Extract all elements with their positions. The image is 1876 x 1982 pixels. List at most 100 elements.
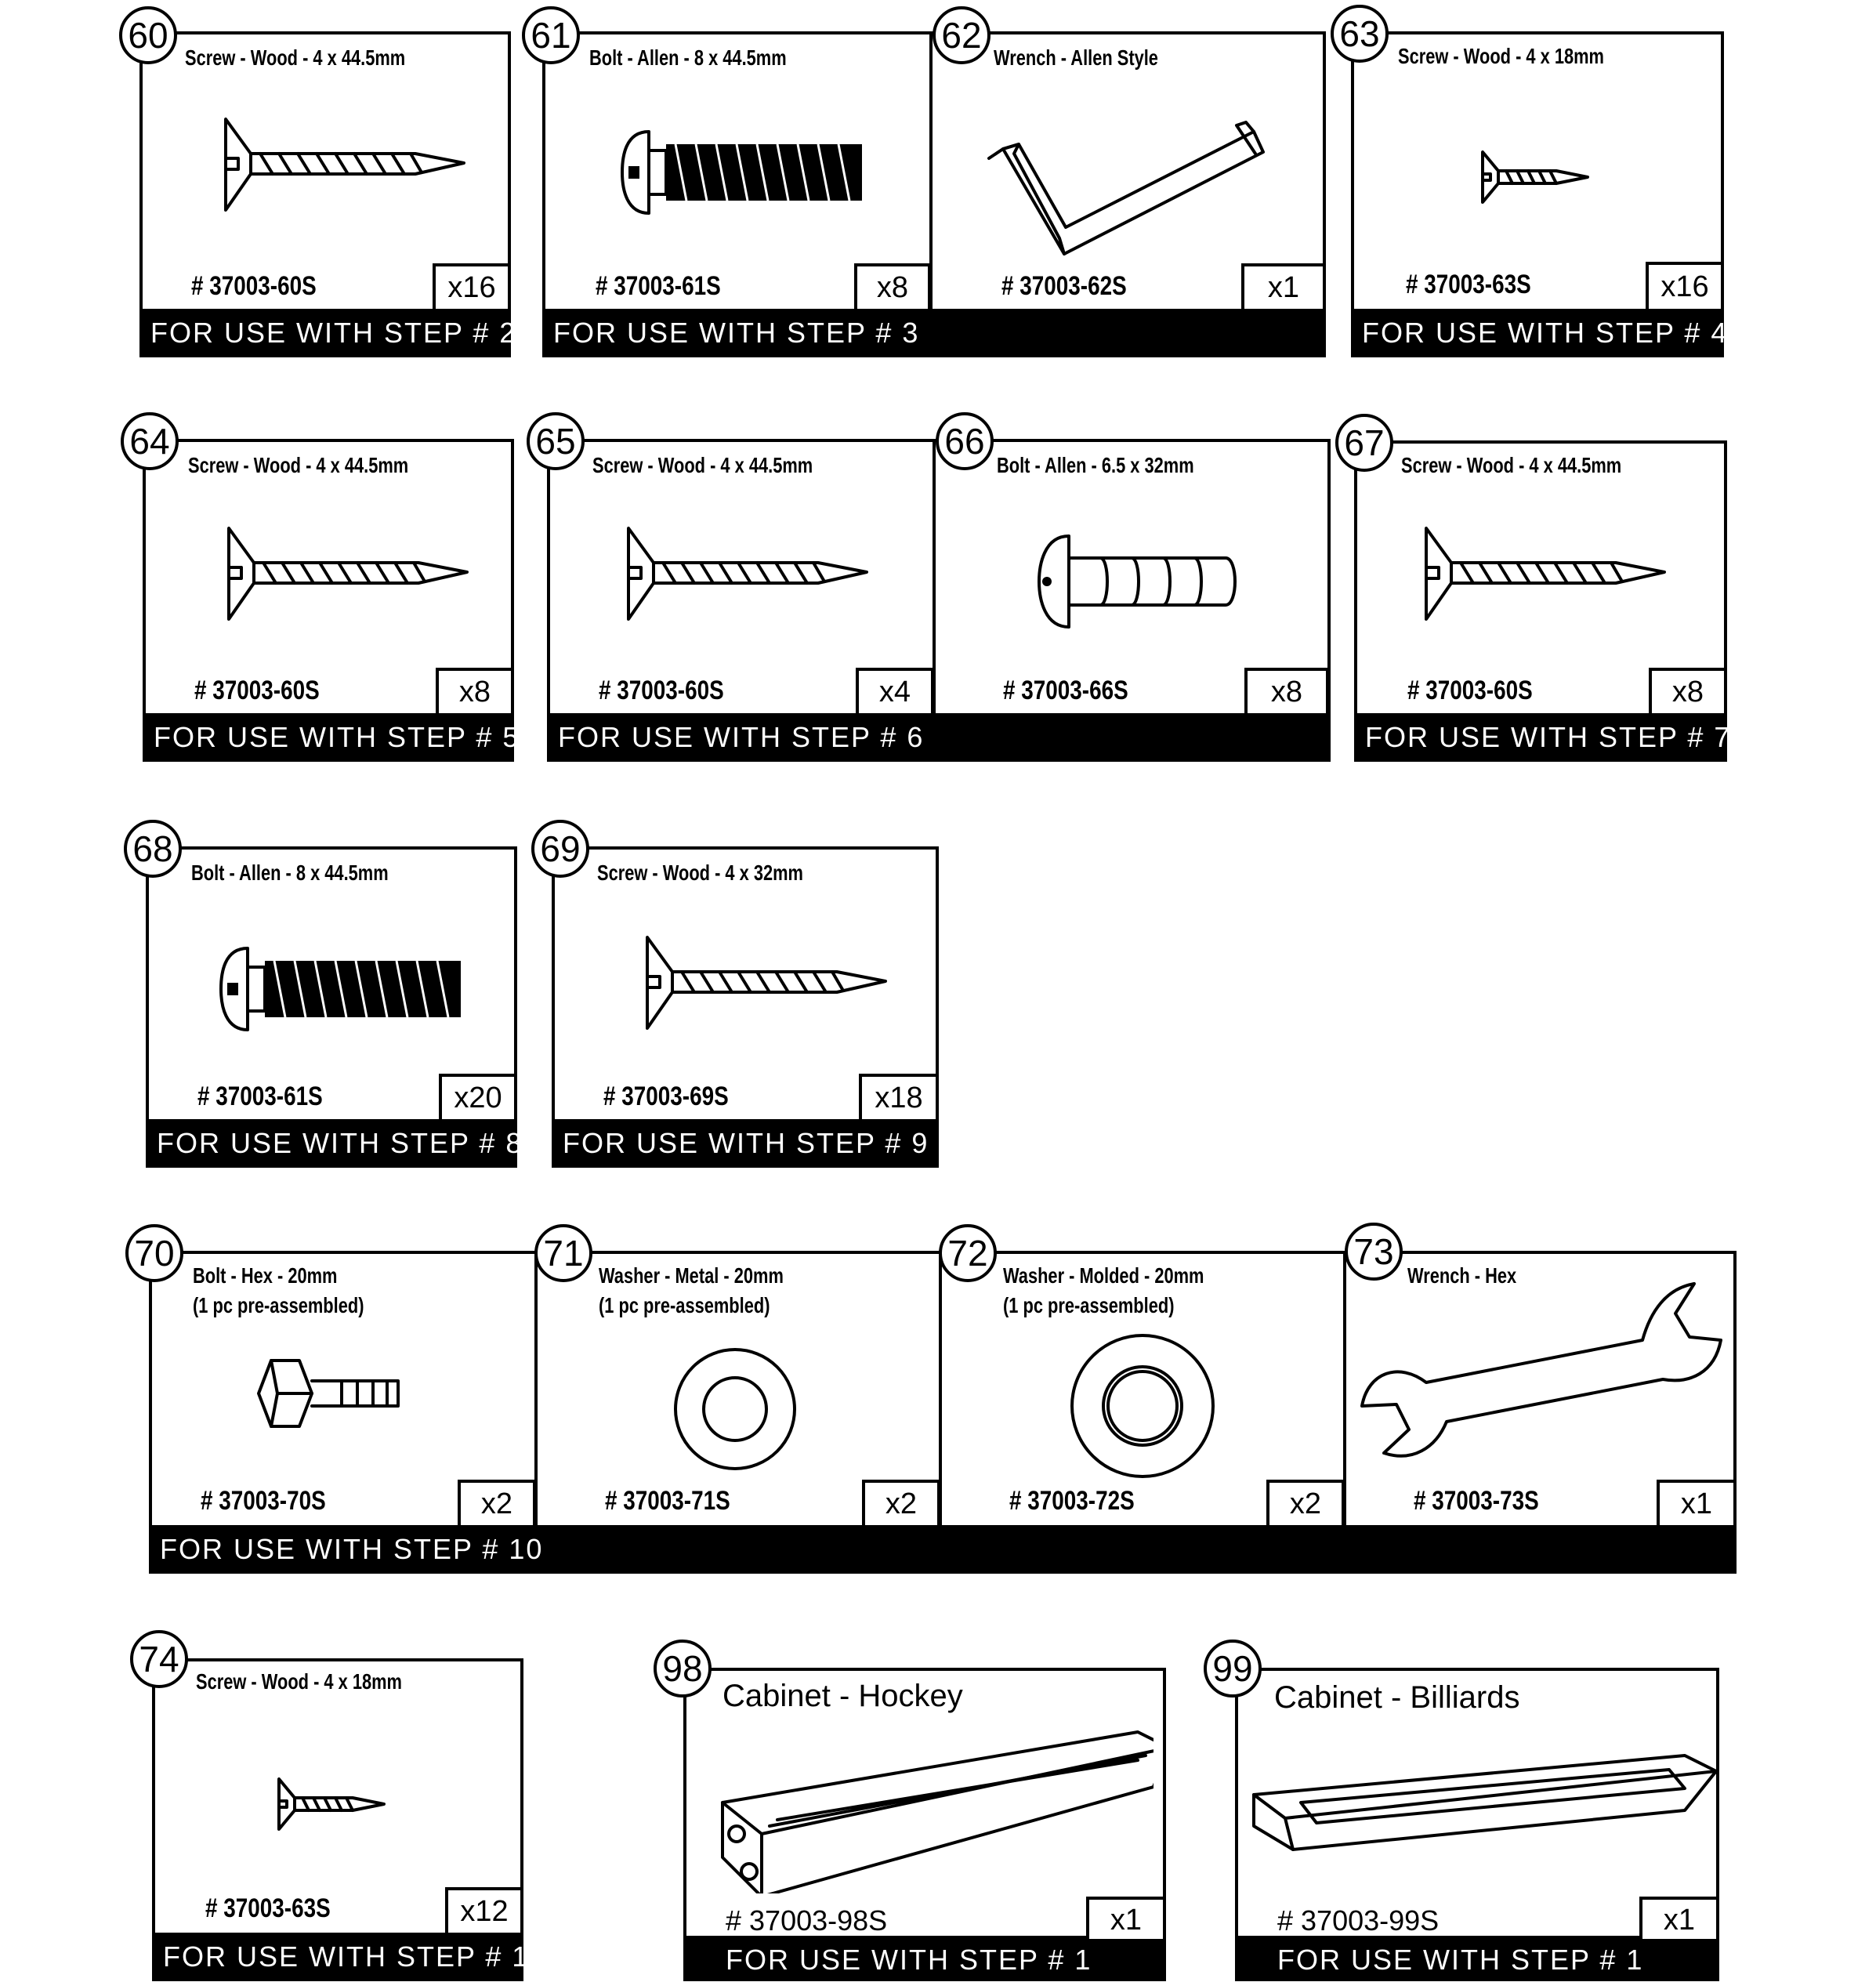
- step-bar-67: FOR USE WITH STEP # 7: [1354, 713, 1729, 762]
- part-number-61: 61: [522, 6, 580, 64]
- qty-68: x20: [439, 1074, 517, 1119]
- part-note-70: (1 pc pre-assembled): [193, 1293, 364, 1317]
- part-note-71: (1 pc pre-assembled): [599, 1293, 770, 1317]
- step-bar-64: FOR USE WITH STEP # 5: [143, 713, 518, 762]
- part-no-68: # 37003-61S: [197, 1082, 323, 1111]
- qty-70: x2: [458, 1480, 536, 1525]
- part-name-71: Washer - Metal - 20mm: [599, 1263, 784, 1288]
- qty-71: x2: [862, 1480, 940, 1525]
- part-no-60: # 37003-60S: [191, 271, 317, 301]
- part-no-72: # 37003-72S: [1009, 1486, 1135, 1516]
- step-bar-99: FOR USE WITH STEP # 1: [1235, 1939, 1719, 1981]
- part-card-66-divider: [933, 439, 936, 721]
- part-number-74: 74: [130, 1630, 188, 1688]
- qty-61: x8: [854, 263, 931, 309]
- part-no-69: # 37003-69S: [603, 1082, 729, 1111]
- part-name-61: Bolt - Allen - 8 x 44.5mm: [589, 45, 787, 70]
- qty-99: x1: [1639, 1897, 1719, 1940]
- wood-screw-icon: [227, 527, 469, 621]
- part-number-73: 73: [1345, 1223, 1403, 1281]
- step-bar-63: FOR USE WITH STEP # 4: [1351, 309, 1726, 357]
- part-card-62-divider: [929, 31, 933, 317]
- part-name-98: Cabinet - Hockey: [723, 1679, 963, 1713]
- divider-72: [939, 1251, 942, 1533]
- part-no-71: # 37003-71S: [605, 1486, 730, 1516]
- qty-73: x1: [1657, 1480, 1737, 1525]
- qty-67: x8: [1649, 668, 1727, 713]
- molded-washer-icon: [1070, 1334, 1215, 1478]
- part-no-63: # 37003-63S: [1406, 270, 1531, 299]
- step-bar-74: FOR USE WITH STEP # 13: [152, 1933, 545, 1981]
- step-bar-69: FOR USE WITH STEP # 9: [552, 1119, 939, 1168]
- part-name-72: Washer - Molded - 20mm: [1003, 1263, 1204, 1288]
- qty-72: x2: [1266, 1480, 1345, 1525]
- part-card-67: [1354, 440, 1727, 721]
- qty-63: x16: [1646, 262, 1724, 309]
- part-number-69: 69: [531, 820, 589, 878]
- qty-98: x1: [1086, 1897, 1166, 1940]
- part-card-98: [683, 1668, 1166, 1939]
- part-number-67: 67: [1335, 414, 1393, 472]
- part-no-61: # 37003-61S: [596, 271, 721, 301]
- part-no-74: # 37003-63S: [205, 1893, 331, 1923]
- wood-screw-icon: [1425, 527, 1666, 621]
- part-no-99: # 37003-99S: [1277, 1904, 1440, 1937]
- part-number-60: 60: [119, 6, 177, 64]
- part-no-67: # 37003-60S: [1407, 676, 1533, 705]
- step-bar-68: FOR USE WITH STEP # 8: [146, 1119, 521, 1168]
- qty-62: x1: [1241, 263, 1326, 309]
- part-no-62: # 37003-62S: [1001, 271, 1127, 301]
- part-name-63: Screw - Wood - 4 x 18mm: [1398, 44, 1604, 68]
- wood-screw-icon: [646, 936, 887, 1030]
- part-name-69: Screw - Wood - 4 x 32mm: [597, 861, 803, 885]
- part-number-71: 71: [534, 1224, 592, 1282]
- step-bar-61-62: FOR USE WITH STEP # 3: [542, 309, 1326, 357]
- part-no-66: # 37003-66S: [1003, 676, 1128, 705]
- billiards-cabinet-icon: [1252, 1754, 1716, 1851]
- qty-64: x8: [436, 668, 514, 713]
- allen-bolt-short-icon: [1038, 534, 1237, 629]
- allen-bolt-icon: [621, 130, 864, 215]
- part-number-70: 70: [125, 1224, 183, 1282]
- part-number-68: 68: [124, 820, 182, 878]
- allen-bolt-icon: [219, 947, 462, 1031]
- step-bar-70-73: FOR USE WITH STEP # 10: [149, 1525, 1737, 1574]
- qty-69: x18: [859, 1074, 939, 1119]
- wood-screw-icon: [224, 118, 465, 212]
- part-number-64: 64: [121, 412, 179, 470]
- part-name-62: Wrench - Allen Style: [994, 45, 1158, 70]
- part-number-72: 72: [939, 1224, 997, 1282]
- hex-wrench-icon: [1360, 1282, 1722, 1458]
- part-number-63: 63: [1331, 5, 1389, 63]
- wood-screw-icon: [627, 527, 868, 621]
- part-name-99: Cabinet - Billiards: [1274, 1680, 1520, 1715]
- part-number-62: 62: [933, 6, 991, 64]
- part-name-67: Screw - Wood - 4 x 44.5mm: [1401, 453, 1622, 477]
- hockey-cabinet-icon: [721, 1730, 1153, 1893]
- part-name-73: Wrench - Hex: [1407, 1263, 1517, 1288]
- part-name-74: Screw - Wood - 4 x 18mm: [196, 1669, 402, 1694]
- part-name-64: Screw - Wood - 4 x 44.5mm: [188, 453, 409, 477]
- qty-66: x8: [1244, 668, 1329, 713]
- step-bar-98: FOR USE WITH STEP # 1: [683, 1939, 1166, 1981]
- part-name-60: Screw - Wood - 4 x 44.5mm: [185, 45, 406, 70]
- part-card-70-73: [149, 1251, 1737, 1533]
- part-note-72: (1 pc pre-assembled): [1003, 1293, 1175, 1317]
- part-name-66: Bolt - Allen - 6.5 x 32mm: [997, 453, 1194, 477]
- part-name-65: Screw - Wood - 4 x 44.5mm: [592, 453, 813, 477]
- part-number-98: 98: [654, 1640, 712, 1698]
- qty-60: x16: [433, 263, 511, 309]
- part-number-99: 99: [1204, 1640, 1262, 1698]
- short-wood-screw-icon: [277, 1777, 386, 1831]
- part-no-65: # 37003-60S: [599, 676, 724, 705]
- part-card-99: [1235, 1668, 1719, 1939]
- qty-65: x4: [856, 668, 934, 713]
- part-number-66: 66: [936, 412, 994, 470]
- part-no-64: # 37003-60S: [194, 676, 320, 705]
- metal-washer-icon: [674, 1348, 796, 1470]
- step-bar-65-66: FOR USE WITH STEP # 6: [547, 713, 1331, 762]
- hex-bolt-icon: [257, 1359, 400, 1428]
- divider-73: [1343, 1251, 1346, 1533]
- short-wood-screw-icon: [1481, 150, 1589, 204]
- part-name-68: Bolt - Allen - 8 x 44.5mm: [191, 861, 389, 885]
